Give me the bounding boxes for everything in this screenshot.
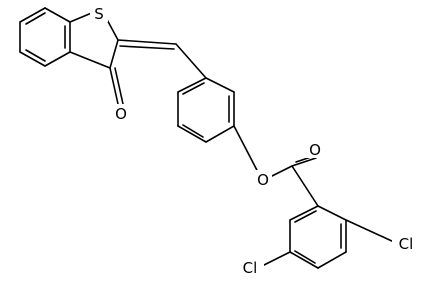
dichlorophenyl-ring <box>261 205 395 269</box>
sulfur-atom-label: S <box>94 5 104 23</box>
ester-link-oxygen-label: O <box>257 171 269 189</box>
atom-labels: S O O O Cl Cl <box>90 4 420 277</box>
methylidene-bridge <box>117 39 207 79</box>
ester-linkage <box>233 125 321 207</box>
benzo-ring <box>19 7 71 67</box>
thiophenone-ring <box>69 11 124 105</box>
central-phenyl-ring <box>177 77 235 143</box>
meta-chlorine-label: Cl <box>399 235 414 253</box>
ketone-oxygen-label: O <box>115 105 127 123</box>
ortho-chlorine-label: Cl <box>243 259 258 277</box>
ester-carbonyl-oxygen-label: O <box>309 141 321 159</box>
